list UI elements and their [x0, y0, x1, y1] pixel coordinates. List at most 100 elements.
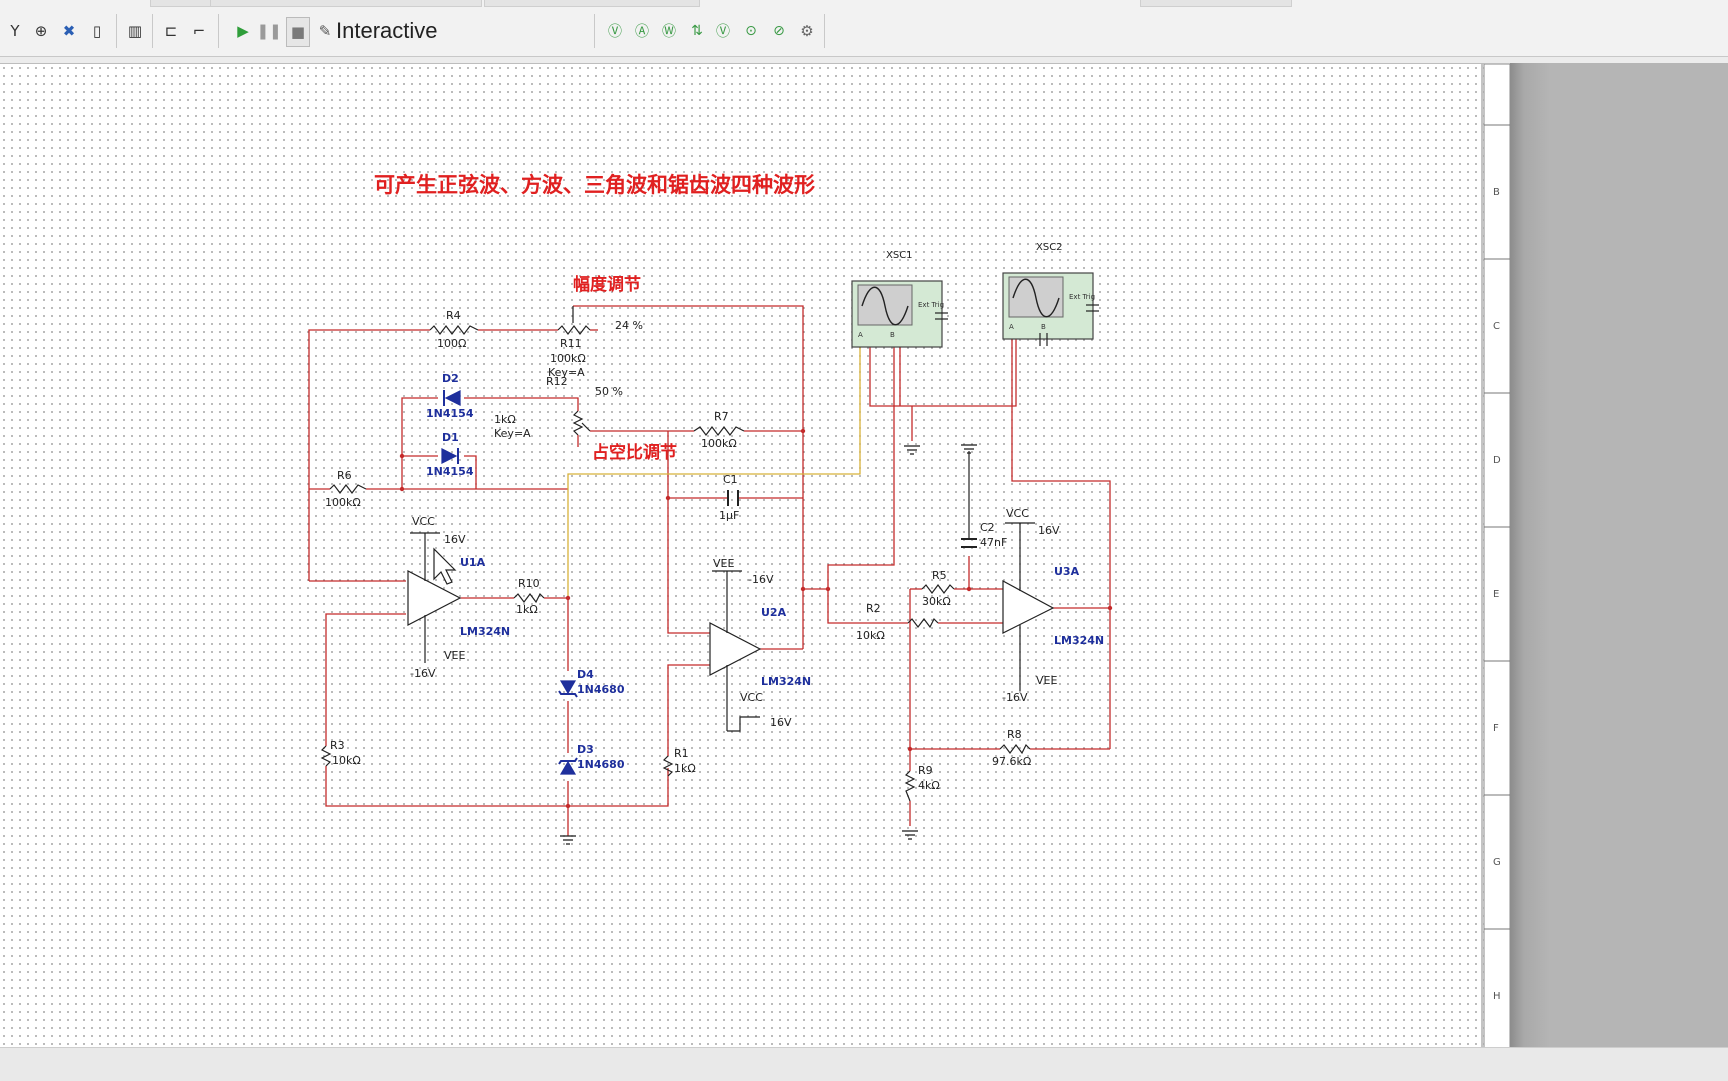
delete-icon[interactable]: ▥ — [127, 22, 143, 40]
junction — [399, 453, 405, 459]
pause-icon[interactable]: ❚❚ — [256, 22, 282, 40]
resistor-r8[interactable] — [999, 743, 1031, 755]
ruler-labels: B C D E F G H — [1493, 187, 1501, 1002]
stop-icon[interactable]: ■ — [286, 17, 310, 47]
d1-ref: D1 — [442, 431, 459, 444]
junction — [1107, 605, 1113, 611]
opamp-u3a[interactable] — [1002, 579, 1055, 634]
oscilloscope-xsc1[interactable]: Ext Trig A B XSC1 — [851, 250, 944, 348]
hierarchy-icon[interactable]: ⊏ — [164, 22, 178, 40]
component-symbols — [320, 306, 1055, 802]
probe-icon[interactable]: Y — [10, 22, 20, 40]
r2-value: 10kΩ — [856, 629, 885, 642]
resistor-r6[interactable] — [329, 484, 367, 494]
ruler-row-label: D — [1493, 455, 1501, 466]
tab-strip — [1140, 0, 1292, 7]
settings-icon[interactable]: ⚙ — [800, 22, 814, 40]
r4-ref: R4 — [446, 309, 461, 322]
u2a-pos-supply: 16V — [770, 716, 792, 729]
zener-d3[interactable] — [559, 760, 577, 775]
u2a-vee-label: VEE — [713, 557, 734, 570]
r7-value: 100kΩ — [701, 437, 737, 450]
junction — [399, 486, 405, 492]
ruler-ticks — [1484, 124, 1510, 930]
r3-value: 10kΩ — [332, 754, 361, 767]
amplitude-adjust-note: 幅度调节 — [573, 274, 641, 295]
d4-ref: D4 — [577, 668, 594, 681]
schematic-canvas[interactable]: 可产生正弦波、方波、三角波和锯齿波四种波形 幅度调节 占空比调节 — [0, 63, 1511, 1049]
scope-ch-a-label: A — [858, 331, 863, 339]
resistor-r1[interactable] — [662, 755, 674, 777]
r12-value: 1kΩ — [494, 413, 516, 426]
junction — [800, 586, 806, 592]
junction — [907, 746, 913, 752]
resistor-r5[interactable] — [921, 584, 955, 594]
u1a-vee-label: VEE — [444, 649, 465, 662]
simulation-mode-label[interactable]: Interactive — [336, 18, 438, 43]
voltage-ac-icon[interactable]: Ⓥ — [716, 24, 730, 40]
oscilloscope-xsc2[interactable]: Ext Trig A B XSC2 — [1002, 242, 1095, 340]
u1a-ref: U1A — [460, 556, 486, 569]
u2a-vcc-label: VCC — [740, 691, 763, 704]
run-icon[interactable]: ▶ — [237, 22, 249, 40]
resistor-r3[interactable] — [320, 745, 332, 767]
potentiometer-r11[interactable] — [557, 325, 591, 335]
ruler-row-label: H — [1493, 991, 1501, 1002]
wire — [827, 339, 895, 589]
component-labels: R4 100Ω 24 % R11 100kΩ Key=A R12 50 % 1k… — [325, 309, 1060, 792]
clip-icon[interactable]: ▯ — [92, 22, 102, 40]
junction — [665, 495, 671, 501]
opamp-u2a[interactable] — [709, 622, 762, 676]
ammeter-icon[interactable]: Ⓐ — [635, 24, 649, 40]
u1a-model: LM324N — [460, 625, 510, 638]
ref-icon[interactable]: ⊘ — [773, 23, 785, 39]
voltage-diff-icon[interactable]: ⇅ — [691, 23, 703, 39]
scope-ext-trig-label: Ext Trig — [1069, 293, 1095, 301]
resistor-r4[interactable] — [429, 325, 479, 335]
junctions — [399, 428, 1113, 809]
zener-d4-bar — [558, 690, 578, 698]
c1-value: 1µF — [719, 509, 739, 522]
r11-key: Key=A — [548, 366, 585, 379]
resistor-r10[interactable] — [513, 592, 545, 604]
zener-d4[interactable] — [559, 680, 577, 695]
resistor-r2[interactable] — [907, 617, 939, 629]
junction — [825, 586, 831, 592]
power-lead — [727, 716, 760, 732]
voltmeter-icon[interactable]: Ⓥ — [608, 24, 622, 40]
diode-d2[interactable] — [444, 390, 461, 406]
oscilloscope-xsc2-label: XSC2 — [1036, 242, 1063, 253]
duty-cycle-adjust-note: 占空比调节 — [592, 442, 677, 463]
schematic-title: 可产生正弦波、方波、三角波和锯齿波四种波形 — [374, 173, 815, 197]
measure-icon[interactable]: ⊕ — [34, 22, 48, 40]
tab-strip — [210, 0, 482, 7]
component-icon[interactable]: ✖ — [62, 22, 76, 40]
mouse-cursor-icon — [433, 547, 457, 585]
separator — [824, 14, 825, 48]
resistor-r9[interactable] — [904, 770, 916, 802]
potentiometer-r12[interactable] — [572, 410, 584, 436]
scope-ext-trig-label: Ext Trig — [918, 301, 944, 309]
opamp-u1a[interactable] — [407, 570, 462, 626]
current-probe-icon[interactable]: ⊙ — [745, 23, 757, 39]
status-bar — [0, 1047, 1728, 1081]
bus-icon[interactable]: ⌐ — [192, 22, 206, 40]
ground-symbol — [559, 835, 577, 845]
u3a-model: LM324N — [1054, 634, 1104, 647]
r1-ref: R1 — [674, 747, 689, 760]
wattmeter-icon[interactable]: Ⓦ — [662, 24, 676, 40]
schematic-drawing: 可产生正弦波、方波、三角波和锯齿波四种波形 幅度调节 占空比调节 — [308, 63, 1511, 1049]
wire — [573, 305, 804, 649]
row-ruler — [1483, 63, 1511, 1049]
r8-ref: R8 — [1007, 728, 1022, 741]
wire — [308, 329, 430, 581]
wire — [325, 766, 669, 807]
zener-d3-bar — [558, 757, 578, 765]
r11-percent: 24 % — [615, 319, 643, 332]
junction — [565, 803, 571, 809]
ruler-row-label: F — [1493, 723, 1499, 734]
diode-d1[interactable] — [441, 448, 458, 464]
u1a-vcc-label: VCC — [412, 515, 435, 528]
u3a-vee-label: VEE — [1036, 674, 1057, 687]
resistor-r7[interactable] — [693, 426, 745, 436]
